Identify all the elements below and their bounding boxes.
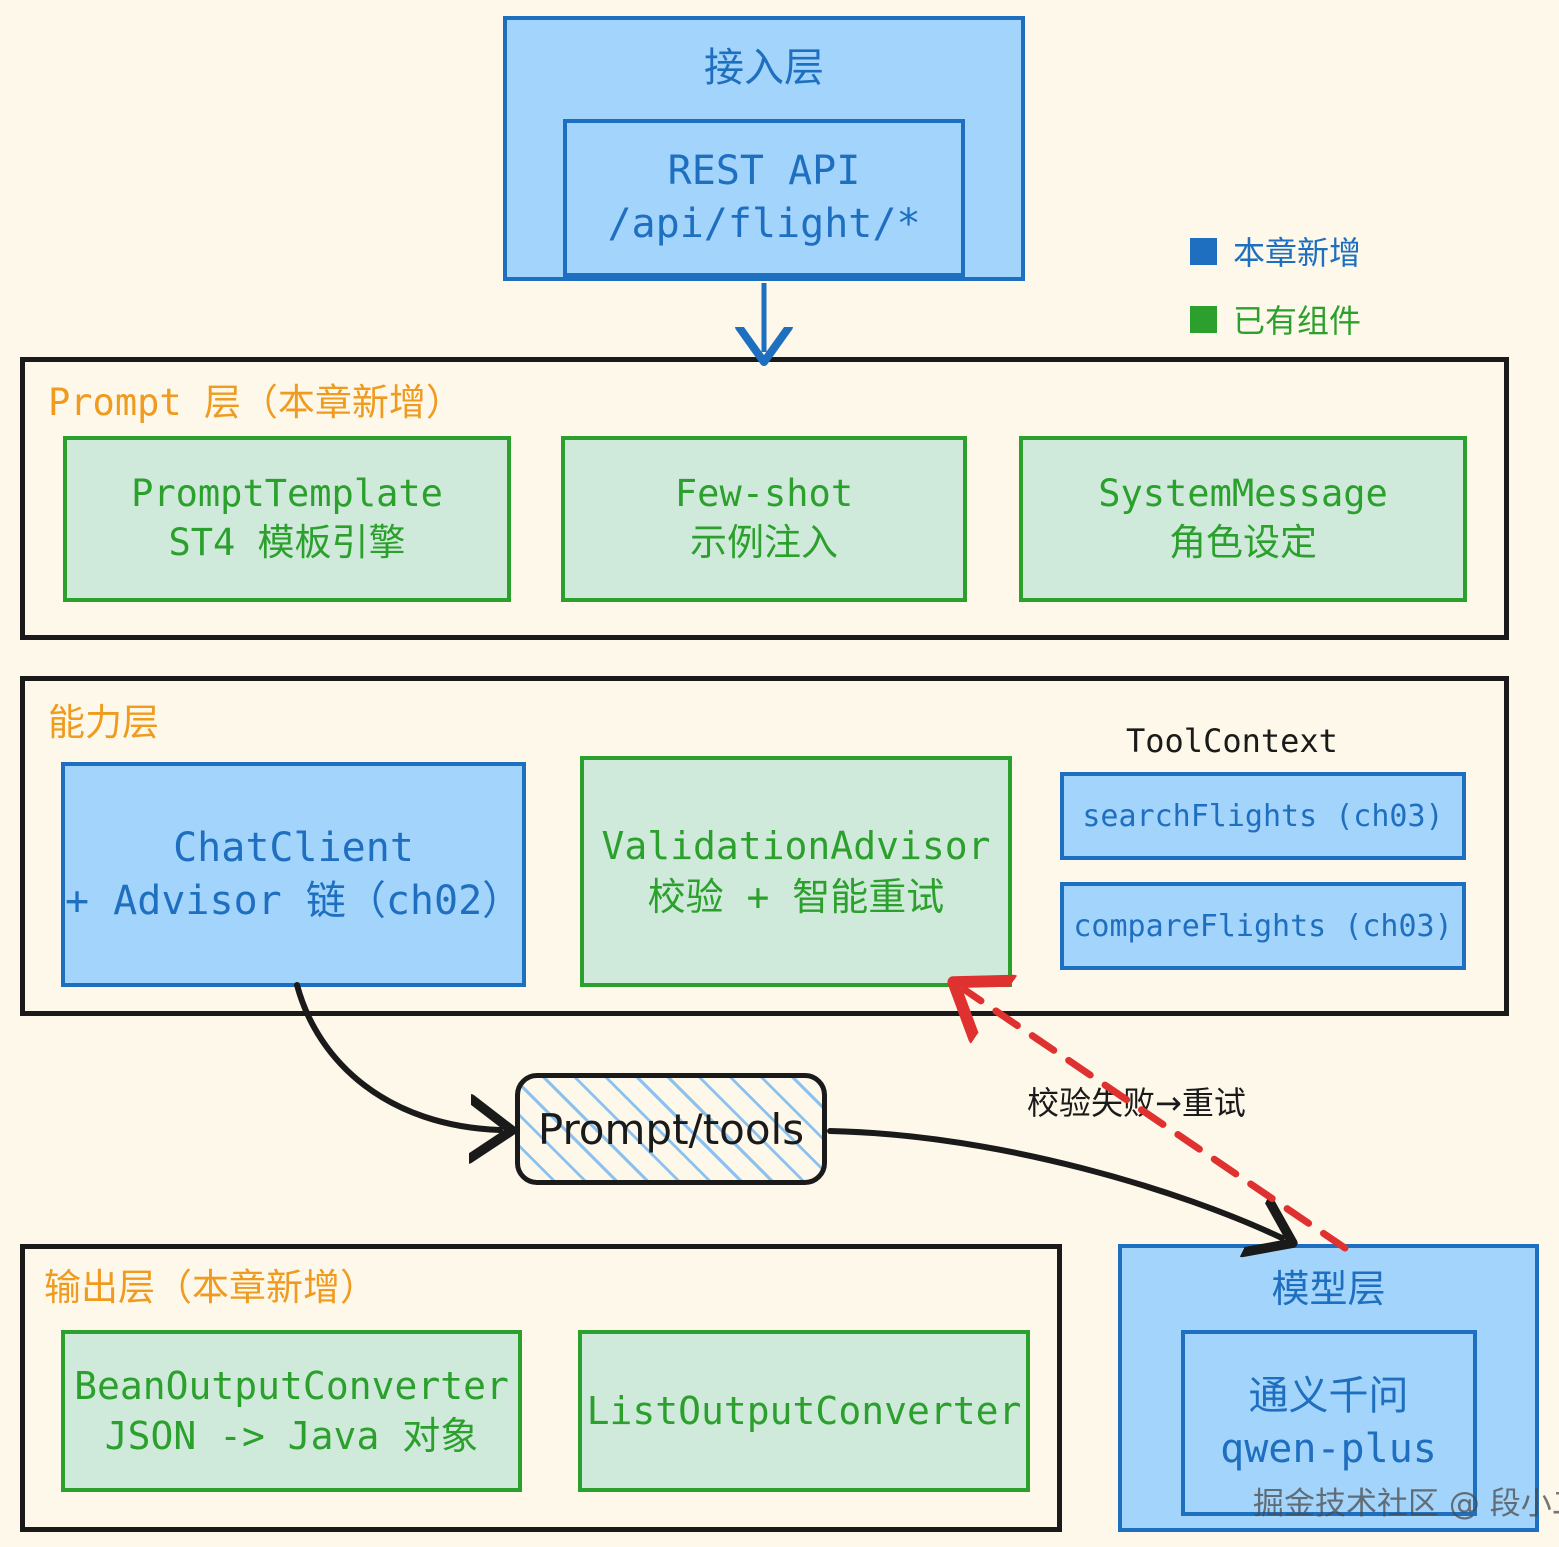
prompt-box-0-line2: ST4 模板引擎 — [168, 521, 406, 564]
validation-advisor-line2: 校验 + 智能重试 — [647, 874, 945, 919]
rest-api-line2: /api/flight/* — [607, 200, 921, 247]
model-layer-box: 模型层 通义千问 qwen-plus — [1118, 1244, 1539, 1532]
output-layer-title: 输出层（本章新增） — [44, 1266, 377, 1309]
legend-item-new: 本章新增 — [1190, 228, 1361, 274]
access-layer-box: 接入层 REST API /api/flight/* — [503, 16, 1025, 281]
watermark: 掘金技术社区 @ 段小二 — [1253, 1486, 1559, 1522]
prompt-layer-title: Prompt 层（本章新增） — [48, 381, 463, 424]
capability-layer-title: 能力层 — [48, 701, 159, 744]
output-box-beanoutputconverter: BeanOutputConverter JSON -> Java 对象 — [61, 1330, 522, 1492]
model-box: 通义千问 qwen-plus — [1180, 1330, 1477, 1517]
model-line2: qwen-plus — [1220, 1426, 1437, 1473]
validation-advisor-line1: ValidationAdvisor — [601, 824, 991, 869]
model-line1: 通义千问 — [1248, 1373, 1409, 1420]
arrow-prompttools-to-model — [827, 1128, 1282, 1238]
output-box-listoutputconverter: ListOutputConverter — [578, 1330, 1030, 1492]
chat-client-line1: ChatClient — [173, 824, 414, 871]
retry-edge-label: 校验失败→重试 — [1027, 1084, 1246, 1122]
prompt-box-systemmessage: SystemMessage 角色设定 — [1019, 436, 1467, 602]
prompt-box-2-line2: 角色设定 — [1169, 521, 1317, 564]
prompt-box-fewshot: Few-shot 示例注入 — [561, 436, 967, 602]
prompt-box-2-line1: SystemMessage — [1098, 472, 1388, 516]
legend-label-new: 本章新增 — [1233, 234, 1362, 272]
prompt-box-0-line1: PromptTemplate — [131, 472, 443, 516]
model-layer-title: 模型层 — [1271, 1267, 1386, 1311]
legend-item-existing: 已有组件 — [1190, 296, 1361, 342]
output-box-0-line1: BeanOutputConverter — [74, 1363, 509, 1408]
access-layer-title: 接入层 — [704, 45, 824, 91]
tool-chip-searchflights: searchFlights (ch03) — [1060, 772, 1466, 860]
prompt-tools-label: Prompt/tools — [537, 1104, 805, 1154]
chat-client-line2: + Advisor 链（ch02） — [65, 877, 523, 924]
prompt-box-prompttemplate: PromptTemplate ST4 模板引擎 — [63, 436, 511, 602]
legend-swatch-existing — [1190, 305, 1217, 333]
prompt-box-1-line1: Few-shot — [674, 472, 854, 516]
prompt-box-1-line2: 示例注入 — [690, 521, 838, 564]
validation-advisor-box: ValidationAdvisor 校验 + 智能重试 — [580, 756, 1012, 987]
tool-chip-compareflights: compareFlights (ch03) — [1060, 882, 1466, 970]
prompt-tools-node: Prompt/tools — [515, 1073, 827, 1185]
output-box-1-line1: ListOutputConverter — [586, 1388, 1022, 1433]
output-box-0-line2: JSON -> Java 对象 — [104, 1414, 479, 1458]
chat-client-box: ChatClient + Advisor 链（ch02） — [61, 762, 526, 987]
legend-swatch-new — [1190, 237, 1217, 265]
tool-context-title: ToolContext — [1126, 722, 1338, 760]
legend-label-existing: 已有组件 — [1233, 302, 1362, 340]
rest-api-box: REST API /api/flight/* — [563, 118, 965, 277]
rest-api-line1: REST API — [667, 148, 861, 194]
